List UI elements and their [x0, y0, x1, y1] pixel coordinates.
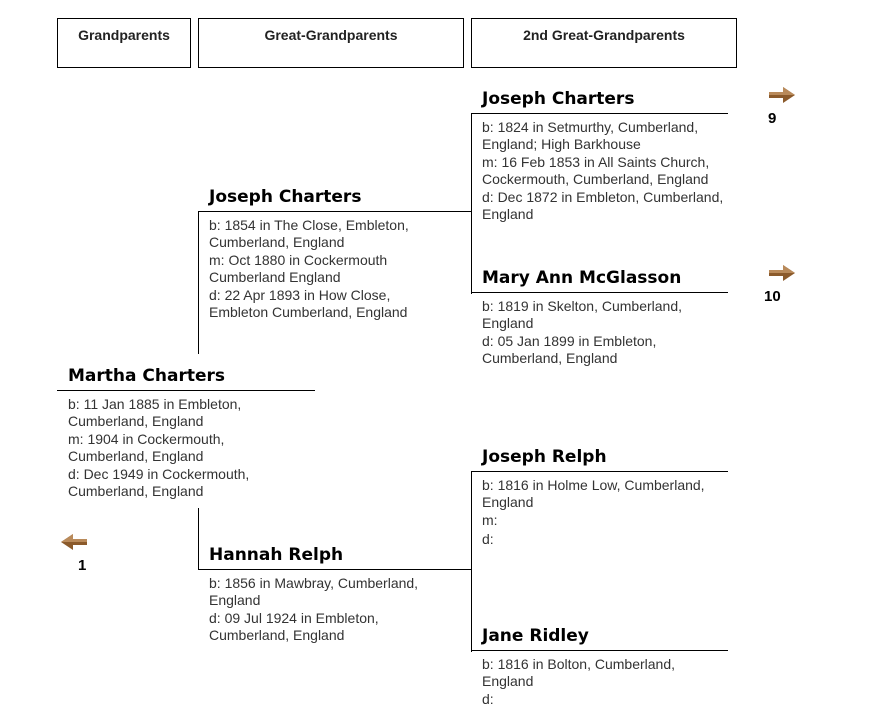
person-name-jane-ridley[interactable]: Jane Ridley: [482, 626, 589, 646]
person-details-joseph-relph: b: 1816 in Holme Low, Cumberland, Englan…: [482, 477, 727, 549]
person-underline-hannah-relph: [198, 569, 472, 570]
death-info: d:: [482, 530, 494, 547]
connector-col3-top: [471, 114, 472, 294]
person-details-jane-ridley: b: 1816 in Bolton, Cumberland, England d…: [482, 656, 712, 710]
person-underline-mary-ann-mcglasson: [471, 292, 728, 293]
death-info: d:: [482, 691, 494, 707]
connector-joseph-1854-down: [198, 212, 199, 354]
birth-info: b: 1816 in Holme Low, Cumberland, Englan…: [482, 477, 705, 510]
birth-info: b: 1816 in Bolton, Cumberland, England: [482, 656, 676, 689]
person-details-joseph-charters-1854: b: 1854 in The Close, Embleton, Cumberla…: [209, 217, 449, 322]
death-info: d: Dec 1949 in Cockermouth, Cumberland, …: [68, 466, 250, 499]
death-info: d: Dec 1872 in Embleton, Cumberland, Eng…: [482, 189, 724, 222]
person-name-hannah-relph[interactable]: Hannah Relph: [209, 545, 344, 565]
right-arrow-icon[interactable]: [768, 264, 796, 282]
person-underline-joseph-charters-1824: [471, 113, 728, 114]
person-underline-martha-charters: [57, 390, 315, 391]
birth-info: b: 11 Jan 1885 in Embleton, Cumberland, …: [68, 396, 242, 429]
person-name-martha-charters[interactable]: Martha Charters: [68, 366, 225, 386]
marriage-info: m: 16 Feb 1853 in All Saints Church, Coc…: [482, 154, 710, 187]
connector-hannah-up: [198, 508, 199, 570]
header-2nd-great-grandparents: 2nd Great-Grandparents: [471, 18, 737, 68]
right-arrow-icon[interactable]: [768, 86, 796, 104]
person-name-mary-ann-mcglasson[interactable]: Mary Ann McGlasson: [482, 268, 682, 288]
death-info: d: 05 Jan 1899 in Embleton, Cumberland, …: [482, 333, 657, 366]
marriage-info: m: Oct 1880 in Cockermouth Cumberland En…: [209, 252, 388, 285]
birth-info: b: 1856 in Mawbray, Cumberland, England: [209, 575, 419, 608]
left-arrow-icon[interactable]: [60, 533, 88, 551]
birth-info: b: 1854 in The Close, Embleton, Cumberla…: [209, 217, 409, 250]
person-underline-jane-ridley: [471, 650, 728, 651]
person-details-martha-charters: b: 11 Jan 1885 in Embleton, Cumberland, …: [68, 396, 288, 501]
header-great-grandparents: Great-Grandparents: [198, 18, 464, 68]
person-name-joseph-charters-1854[interactable]: Joseph Charters: [209, 187, 362, 207]
person-name-joseph-charters-1824[interactable]: Joseph Charters: [482, 89, 635, 109]
death-info: d: 22 Apr 1893 in How Close, Embleton Cu…: [209, 287, 408, 320]
person-details-hannah-relph: b: 1856 in Mawbray, Cumberland, England …: [209, 575, 449, 645]
marriage-info: m:: [482, 512, 498, 528]
header-grandparents: Grandparents: [57, 18, 191, 68]
connector-col3-bottom: [471, 472, 472, 652]
forward-number-9[interactable]: 9: [768, 110, 777, 127]
marriage-info: m: 1904 in Cockermouth, Cumberland, Engl…: [68, 431, 225, 464]
person-underline-joseph-charters-1854: [198, 211, 472, 212]
person-details-joseph-charters-1824: b: 1824 in Setmurthy, Cumberland, Englan…: [482, 119, 727, 224]
person-name-joseph-relph[interactable]: Joseph Relph: [482, 447, 607, 467]
person-details-mary-ann-mcglasson: b: 1819 in Skelton, Cumberland, England …: [482, 298, 712, 368]
back-number-1[interactable]: 1: [78, 557, 87, 574]
death-info: d: 09 Jul 1924 in Embleton, Cumberland, …: [209, 610, 379, 643]
birth-info: b: 1819 in Skelton, Cumberland, England: [482, 298, 683, 331]
person-underline-joseph-relph: [471, 471, 728, 472]
birth-info: b: 1824 in Setmurthy, Cumberland, Englan…: [482, 119, 699, 152]
forward-number-10[interactable]: 10: [764, 288, 781, 305]
